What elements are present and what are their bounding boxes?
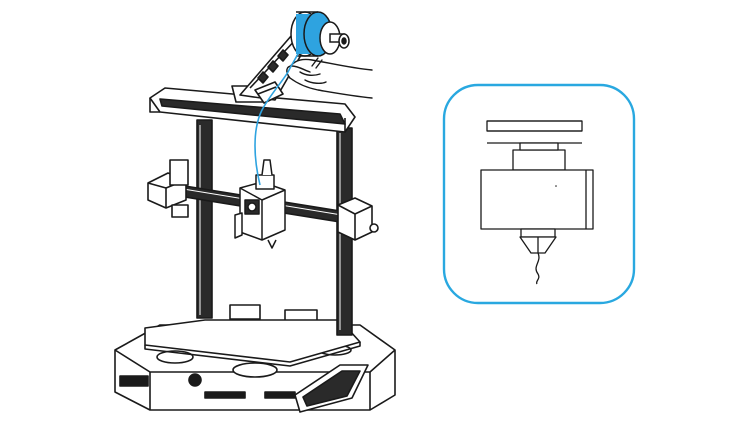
control-screen: [294, 364, 369, 413]
hand-icon: [286, 57, 373, 99]
print-bed: [144, 319, 361, 367]
filament-spool-icon: [290, 11, 350, 57]
nozzle-detail-icon: [442, 83, 636, 305]
print-head: [234, 159, 286, 249]
printer-frame: [149, 85, 356, 336]
filament-line: [254, 49, 301, 186]
